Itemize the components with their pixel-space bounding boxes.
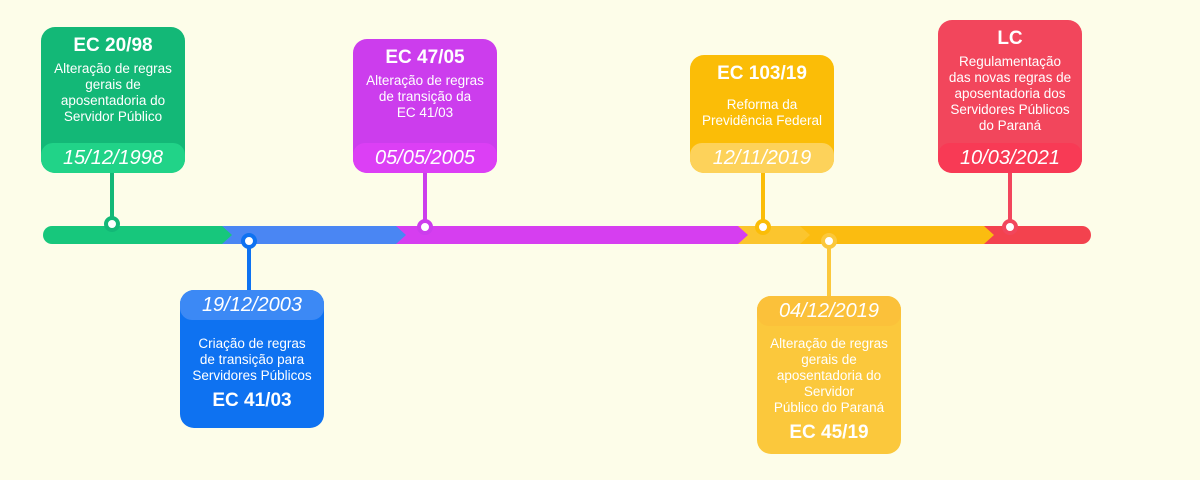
marker-ec4705	[417, 219, 433, 235]
stem-ec2098	[110, 170, 114, 225]
event-card-ec4103: 19/12/2003 Criação de regras de transiçã…	[180, 290, 324, 428]
event-date: 10/03/2021	[938, 143, 1082, 173]
marker-ec10319	[755, 219, 771, 235]
event-title: EC 20/98	[73, 35, 153, 56]
event-card-lc: LC Regulamentação das novas regras de ap…	[938, 20, 1082, 173]
event-date: 15/12/1998	[41, 143, 185, 173]
event-description: Regulamentação das novas regras de apose…	[948, 54, 1072, 133]
track-segment-3	[396, 226, 750, 244]
track-segment-2	[222, 226, 408, 244]
event-card-ec10319: EC 103/19 Reforma da Previdência Federal…	[690, 55, 834, 173]
event-title: EC 45/19	[789, 422, 869, 443]
marker-ec4519	[821, 233, 837, 249]
event-title: LC	[997, 28, 1023, 49]
event-card-ec4519: 04/12/2019 Alteração de regras gerais de…	[757, 296, 901, 454]
stem-ec4519	[827, 245, 831, 297]
track-segment-6	[984, 226, 1091, 244]
event-description: Reforma da Previdência Federal	[701, 97, 823, 128]
stem-ec4103	[247, 245, 251, 293]
track-segment-4	[738, 226, 812, 244]
event-title: EC 41/03	[212, 390, 292, 411]
event-card-ec4705: EC 47/05 Alteração de regras de transiçã…	[353, 39, 497, 173]
marker-ec2098	[104, 216, 120, 232]
event-title: EC 47/05	[385, 47, 465, 68]
event-description: Alteração de regras gerais de aposentado…	[54, 61, 172, 124]
event-card-ec2098: EC 20/98 Alteração de regras gerais de a…	[41, 27, 185, 173]
event-description: Alteração de regras gerais de aposentado…	[770, 336, 888, 415]
event-title: EC 103/19	[717, 63, 807, 84]
event-date: 19/12/2003	[180, 290, 324, 320]
event-date: 12/11/2019	[690, 143, 834, 173]
marker-lc	[1002, 219, 1018, 235]
track-segment-5	[800, 226, 996, 244]
stem-ec10319	[761, 170, 765, 225]
stem-lc	[1008, 170, 1012, 225]
stem-ec4705	[423, 170, 427, 225]
event-date: 04/12/2019	[757, 296, 901, 326]
track-segment-1	[43, 226, 234, 244]
event-description: Alteração de regras de transição da EC 4…	[366, 73, 484, 120]
event-date: 05/05/2005	[353, 143, 497, 173]
event-description: Criação de regras de transição para Serv…	[192, 336, 312, 383]
marker-ec4103	[241, 233, 257, 249]
